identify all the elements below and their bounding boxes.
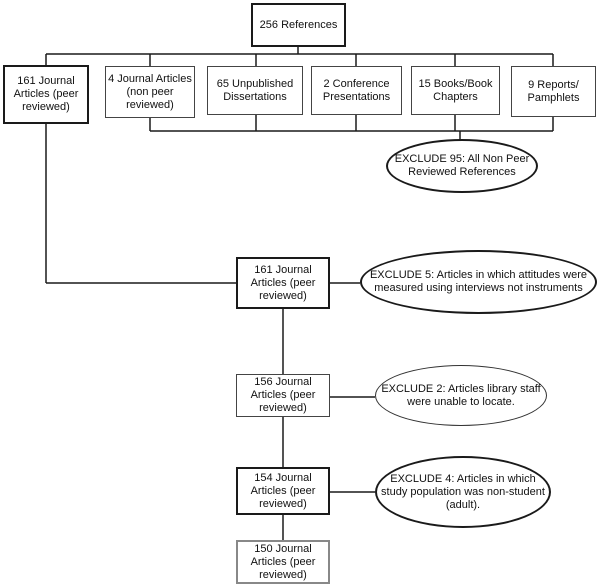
exclude-95-ellipse: EXCLUDE 95: All Non Peer Reviewed Refere…: [386, 139, 538, 193]
exclude-5-ellipse: EXCLUDE 5: Articles in which attitudes w…: [360, 250, 597, 314]
exclude-2-ellipse: EXCLUDE 2: Articles library staff were u…: [375, 365, 547, 426]
conference-box: 2 Conference Presentations: [311, 66, 402, 115]
peer-reviewed-articles-box: 161 Journal Articles (peer reviewed): [3, 65, 89, 124]
step-150-box: 150 Journal Articles (peer reviewed): [236, 540, 330, 584]
books-box: 15 Books/Book Chapters: [411, 66, 500, 115]
step-154-box: 154 Journal Articles (peer reviewed): [236, 467, 330, 515]
non-peer-articles-box: 4 Journal Articles (non peer reviewed): [105, 66, 195, 118]
exclude-4-ellipse: EXCLUDE 4: Articles in which study popul…: [375, 456, 551, 528]
reports-box: 9 Reports/ Pamphlets: [511, 66, 596, 117]
dissertations-box: 65 Unpublished Dissertations: [207, 66, 303, 115]
step-161-box: 161 Journal Articles (peer reviewed): [236, 257, 330, 309]
total-references-box: 256 References: [251, 3, 346, 47]
step-156-box: 156 Journal Articles (peer reviewed): [236, 374, 330, 417]
